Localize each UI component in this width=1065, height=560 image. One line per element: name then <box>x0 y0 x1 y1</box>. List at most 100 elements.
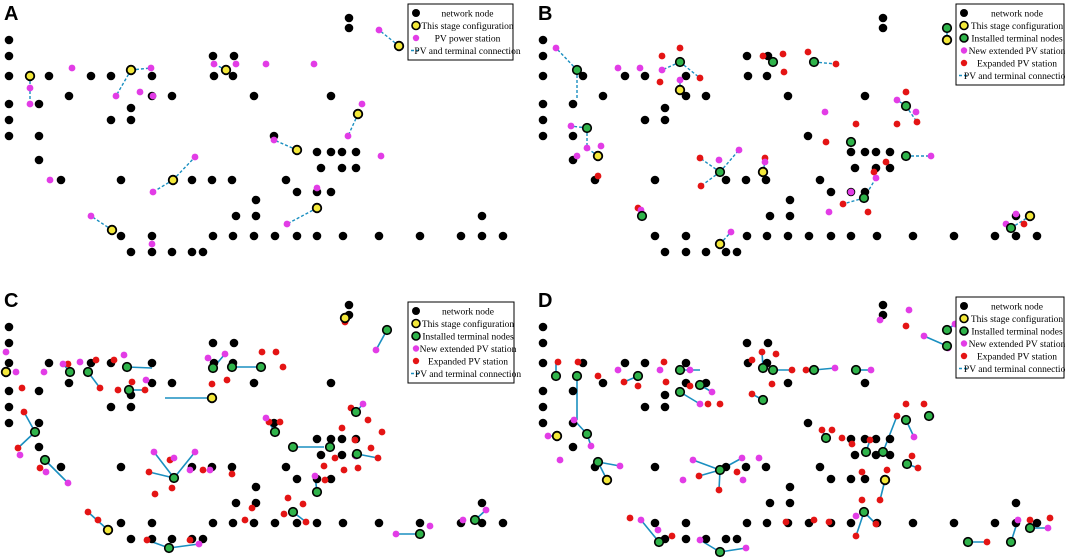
expanded-pv-station <box>594 172 602 180</box>
network-node <box>878 300 888 310</box>
expanded-pv-station <box>779 50 787 58</box>
panel-letter-d: D <box>538 290 552 312</box>
installed-terminal-node <box>168 472 180 484</box>
network-node <box>741 462 751 472</box>
expanded-pv-station <box>168 484 176 492</box>
network-node <box>640 402 650 412</box>
legend-installed-terminal-icon <box>959 33 969 43</box>
installed-terminal-node <box>941 324 953 336</box>
installed-terminal-node <box>757 394 769 406</box>
installed-terminal-node <box>850 364 862 376</box>
network-node <box>620 71 630 81</box>
pv-station <box>825 208 833 216</box>
installed-terminal-node <box>877 446 889 458</box>
network-node <box>251 482 261 492</box>
installed-terminal-node <box>962 536 974 548</box>
installed-terminal-node <box>1005 222 1017 234</box>
network-node <box>990 518 1000 528</box>
expanded-pv-station <box>151 490 159 498</box>
expanded-pv-station <box>620 378 628 386</box>
pv-station <box>727 228 735 236</box>
installed-terminal-node <box>381 324 393 336</box>
network-node <box>815 175 825 185</box>
expanded-pv-station <box>876 496 884 504</box>
installed-terminal-node <box>900 100 912 112</box>
network-node <box>338 231 348 241</box>
network-node <box>208 231 218 241</box>
expanded-pv-station <box>832 60 840 68</box>
pv-station <box>614 64 622 72</box>
network-node <box>207 175 217 185</box>
legend-label: This stage configuration <box>971 314 1064 325</box>
stage-configuration-node <box>941 34 953 46</box>
pv-station <box>283 220 291 228</box>
pv-terminal-connection <box>152 179 174 193</box>
pv-terminal-connection <box>679 61 701 79</box>
legend-installed-terminal-icon <box>959 326 969 336</box>
network-node <box>229 51 239 61</box>
pv-station <box>656 366 664 374</box>
expanded-pv-station <box>94 516 102 524</box>
pv-station <box>392 530 400 538</box>
network-node <box>598 378 608 388</box>
expanded-pv-station <box>340 466 348 474</box>
stage-configuration-node <box>311 202 323 214</box>
installed-terminal-node <box>1005 536 1017 548</box>
network-node <box>167 247 177 257</box>
network-node <box>871 147 881 157</box>
pv-terminal-connection <box>699 157 721 173</box>
network-node <box>650 231 660 241</box>
network-node <box>860 378 870 388</box>
legend-network-node-icon <box>412 9 420 17</box>
network-node <box>229 338 239 348</box>
expanded-pv-station <box>902 400 910 408</box>
pv-station <box>359 400 367 408</box>
labels-layer: A B C D <box>4 3 552 312</box>
installed-terminal-node <box>767 56 779 68</box>
pv-station <box>150 448 158 456</box>
expanded-pv-station <box>338 424 346 432</box>
network-node <box>1032 231 1042 241</box>
expanded-pv-station <box>697 182 705 190</box>
pv-station <box>905 306 913 314</box>
legend-pv-expanded-icon <box>960 352 968 360</box>
expanded-pv-station <box>367 444 375 452</box>
pv-station <box>821 108 829 116</box>
installed-terminal-node <box>714 546 726 558</box>
network-node <box>231 498 241 508</box>
pv-station <box>715 156 723 164</box>
expanded-pv-station <box>858 468 866 476</box>
installed-terminal-node <box>714 166 726 178</box>
network-node <box>228 231 238 241</box>
legend-stage-config-icon <box>411 318 421 329</box>
pv-station <box>742 544 750 552</box>
expanded-pv-station <box>20 408 28 416</box>
panel-d-nodes <box>538 300 1054 558</box>
network-node <box>312 231 322 241</box>
expanded-pv-station <box>634 382 642 390</box>
pv-station <box>221 350 229 358</box>
expanded-pv-station <box>18 384 26 392</box>
expanded-pv-station <box>748 390 756 398</box>
expanded-pv-station <box>199 466 207 474</box>
expanded-pv-station <box>145 468 153 476</box>
expanded-pv-station <box>662 378 670 386</box>
network-node <box>351 147 361 157</box>
network-node <box>538 418 548 428</box>
pv-station <box>708 388 716 396</box>
pv-station <box>262 60 270 68</box>
network-node <box>650 462 660 472</box>
expanded-pv-station <box>782 518 790 526</box>
network-node <box>650 518 660 528</box>
legend-label: New extended PV station <box>969 340 1065 350</box>
installed-terminal-node <box>757 362 769 374</box>
pv-terminal-connection <box>863 177 877 199</box>
network-node <box>312 434 322 444</box>
network-node <box>477 231 487 241</box>
network-node <box>681 534 691 544</box>
pv-station <box>912 108 920 116</box>
pv-terminal-connection <box>172 156 196 181</box>
network-node <box>660 103 670 113</box>
